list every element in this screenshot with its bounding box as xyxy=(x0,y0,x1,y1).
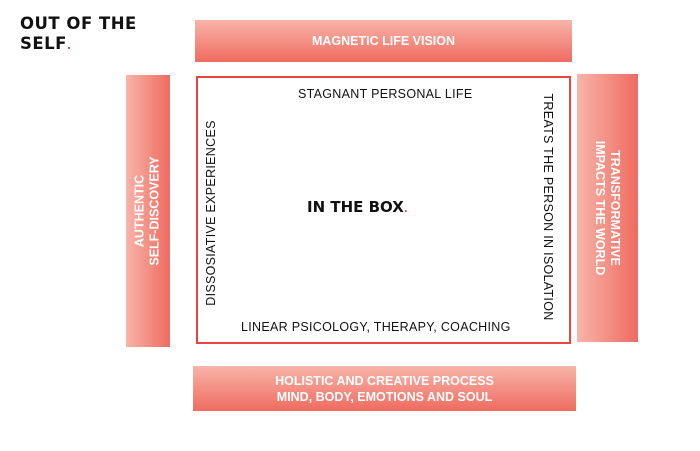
box-title-text: IN THE BOX xyxy=(307,198,404,216)
logo-dot: . xyxy=(66,39,72,52)
in-the-box-frame xyxy=(196,76,571,344)
box-bottom-label: LINEAR PSICOLOGY, THERAPY, COACHING xyxy=(241,320,511,334)
bottom-bar: HOLISTIC AND CREATIVE PROCESS MIND, BODY… xyxy=(193,366,576,411)
right-bar-text: TRANSFORMATIVE IMPACTS THE WORLD xyxy=(593,141,623,275)
bottom-bar-text: HOLISTIC AND CREATIVE PROCESS MIND, BODY… xyxy=(275,373,494,405)
right-bar: TRANSFORMATIVE IMPACTS THE WORLD xyxy=(577,74,638,342)
left-bar-line-1: AUTHENTIC xyxy=(133,174,147,248)
logo-word: SELF xyxy=(20,34,67,53)
right-bar-line-1: TRANSFORMATIVE xyxy=(608,150,623,266)
left-bar: AUTHENTIC SELF-DISCOVERY xyxy=(126,75,170,347)
box-left-label: DISSOSIATIVE EXPERIENCES xyxy=(204,120,218,306)
box-top-label: STAGNANT PERSONAL LIFE xyxy=(298,87,473,101)
box-title-dot: . xyxy=(403,204,408,215)
left-bar-line-2: SELF-DISCOVERY xyxy=(148,156,162,266)
bottom-bar-line-1: HOLISTIC AND CREATIVE PROCESS xyxy=(275,373,494,388)
box-title: IN THE BOX. xyxy=(307,198,408,216)
top-bar-label: MAGNETIC LIFE VISION xyxy=(311,34,456,48)
top-bar: MAGNETIC LIFE VISION xyxy=(195,20,572,62)
right-bar-line-2: IMPACTS THE WORLD xyxy=(593,140,608,276)
logo-line-2: SELF. xyxy=(20,34,137,56)
bottom-bar-line-2: MIND, BODY, EMOTIONS AND SOUL xyxy=(276,389,493,404)
logo-line-1: OUT OF THE xyxy=(20,14,137,33)
logo: OUT OF THE SELF. xyxy=(20,14,137,56)
box-right-label: TREATS THE PERSON IN ISOLATION xyxy=(541,93,555,321)
left-bar-text: AUTHENTIC SELF-DISCOVERY xyxy=(133,156,163,265)
